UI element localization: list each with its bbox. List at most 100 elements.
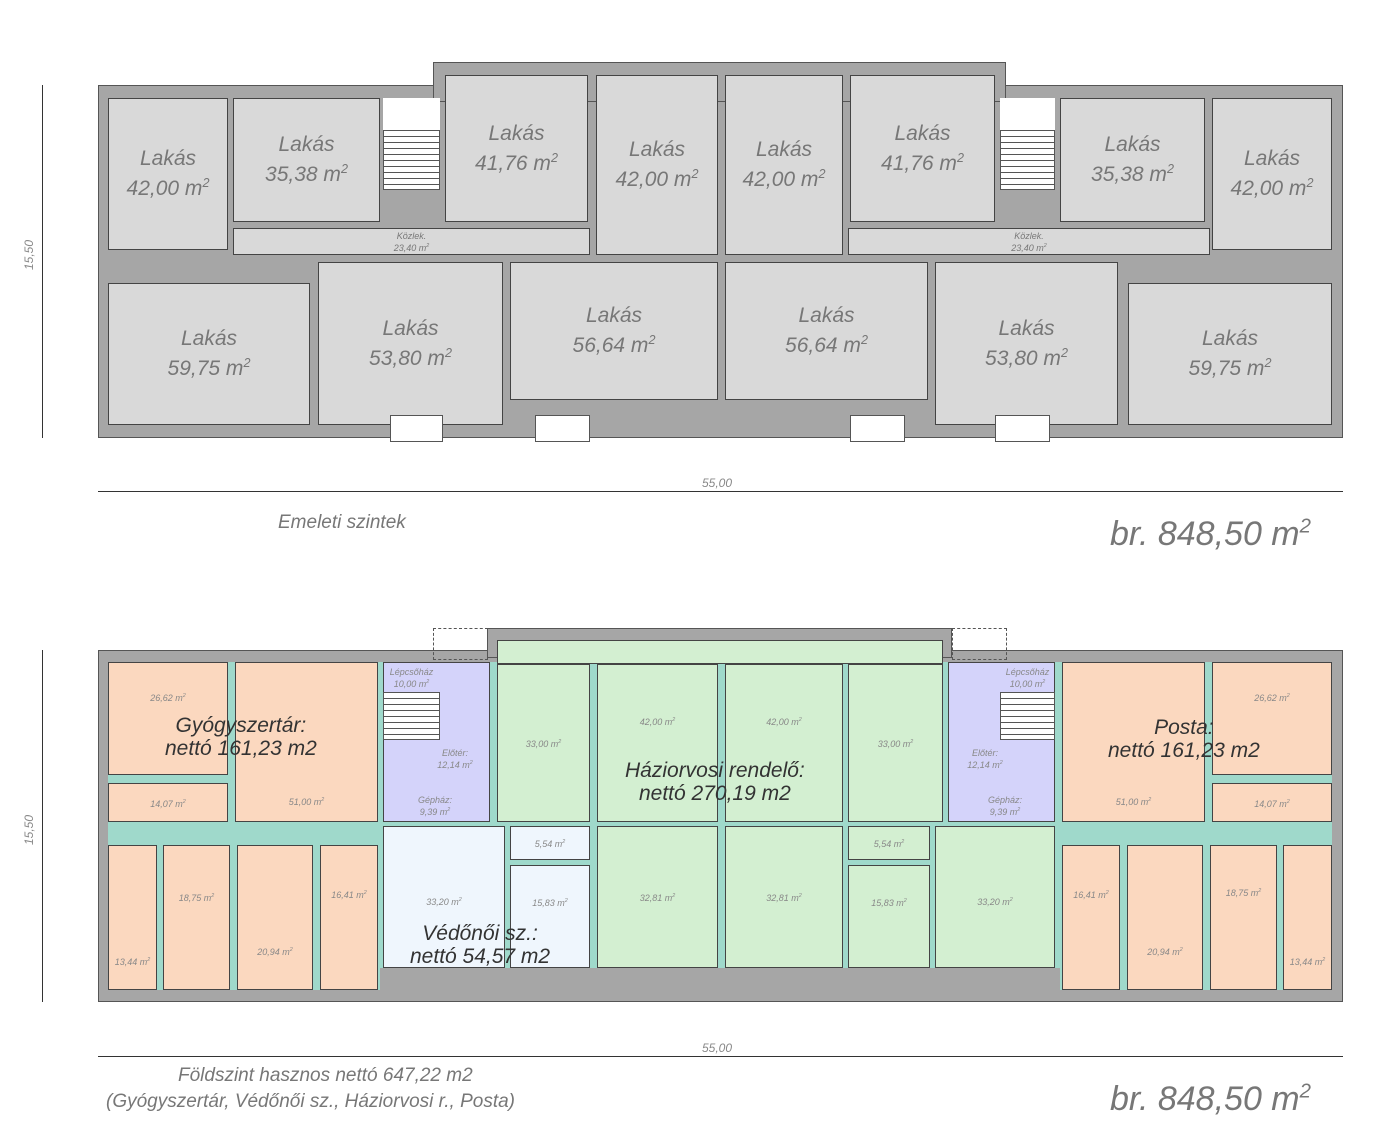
sup: 2 [1043, 242, 1047, 249]
sup: 2 [1299, 515, 1311, 538]
stairs-left [383, 692, 440, 740]
title-line: Gyógyszertár: [175, 714, 307, 737]
label-text: Lakás [278, 133, 335, 156]
sup: 2 [558, 739, 562, 745]
entrance-canopy-right [952, 628, 1007, 660]
sup: 2 [1179, 947, 1183, 953]
balcony [995, 415, 1050, 442]
sup: 2 [1286, 693, 1290, 699]
horizontal-dimension-line [98, 491, 1343, 492]
label-text: 5,54 m [534, 839, 563, 849]
label-text: 56,64 m [572, 334, 649, 357]
room: 26,62 m2 [1212, 662, 1332, 775]
room: 33,00 m2 [497, 664, 590, 822]
sup: 2 [426, 679, 430, 685]
horizontal-dimension-label: 55,00 [702, 476, 733, 490]
vertical-dimension-label: 15,50 [22, 814, 36, 845]
label-text: Lakás [1243, 147, 1301, 170]
room-label: Lakás [998, 317, 1054, 341]
label-text: Lakás [1104, 133, 1161, 156]
label-text: 53,80 m [985, 346, 1061, 370]
room-label: 33,00 m2 [526, 737, 562, 749]
room-label: Lakás [140, 147, 196, 171]
label-text: 53,80 m [369, 346, 445, 370]
room-label: 15,83 m2 [871, 896, 907, 908]
room-label: 42,00 m2 [1231, 171, 1314, 201]
pharmacy-title: Gyógyszertár:nettó 161,23 m2 [165, 714, 317, 760]
label-text: Lakás [894, 121, 951, 145]
label-text: Közlek. [1014, 230, 1044, 241]
label-text: Gépház: [987, 795, 1023, 805]
label-text: Lakás [585, 304, 643, 327]
label-text: Közlek. [396, 230, 427, 241]
label-text: 33,20 m [426, 897, 459, 907]
title-line: Háziorvosi rendelő: [625, 759, 805, 782]
room-label: Lakás [181, 327, 237, 351]
sup: 2 [798, 717, 802, 723]
sup: 2 [1060, 345, 1068, 360]
sup: 2 [1017, 807, 1021, 813]
room-label: Lakás [1244, 147, 1300, 171]
label-text: 12,14 m [437, 760, 470, 770]
sup: 2 [956, 150, 964, 165]
room-label: Lakás [278, 133, 334, 157]
sup: 2 [562, 839, 566, 845]
room-label: Lakás [1202, 327, 1258, 351]
label-text: Lakás [755, 138, 813, 161]
sup: 2 [211, 893, 215, 899]
sup: 2 [691, 167, 699, 181]
room-label: 32,81 m2 [640, 891, 676, 903]
room: 15,83 m2 [510, 865, 590, 968]
room: 33,00 m2 [848, 664, 943, 822]
room: 42,00 m2 [597, 664, 718, 822]
label-text: 42,00 m [766, 717, 799, 727]
room: 16,41 m2 [1062, 845, 1120, 990]
room-label: 42,00 m2 [640, 715, 676, 727]
label-text: 35,38 m [1091, 163, 1167, 186]
room-label: 16,41 m2 [331, 888, 367, 900]
label-text: Lépcsőház [389, 667, 434, 677]
room-label: 51,00 m2 [289, 795, 325, 807]
label-text: 51,00 m [288, 797, 322, 807]
label-text: Lakás [998, 316, 1055, 340]
label-text: 5,54 m [873, 839, 902, 849]
corridor: Közlek.23,40 m2 [848, 228, 1210, 255]
label-text: 9,39 m2 [965, 805, 1045, 817]
gross-text: br. 848,50 m [1110, 1080, 1300, 1118]
room-label: 26,62 m2 [150, 691, 186, 703]
room: 14,07 m2 [1212, 783, 1332, 822]
ground-gross-area: br. 848,50 m2 [1110, 1080, 1311, 1119]
label-text: 23,40 m [1011, 242, 1044, 253]
room: 32,81 m2 [597, 826, 718, 968]
label-text: Lakás [180, 327, 238, 350]
sup: 2 [1264, 356, 1272, 370]
label-text: 33,20 m [977, 897, 1010, 907]
room-label: Közlek. [1014, 231, 1044, 241]
room: 18,75 m2 [163, 845, 230, 990]
sup: 2 [340, 162, 348, 176]
horizontal-dimension-label: 55,00 [702, 1041, 733, 1055]
sup: 2 [798, 893, 802, 899]
room: 13,44 m2 [108, 845, 157, 990]
sup: 2 [550, 150, 558, 165]
label-text: 14,07 m [1254, 798, 1287, 809]
sup: 2 [648, 333, 656, 347]
label-text: 42,00 m [615, 168, 692, 191]
room-label: 5,54 m2 [874, 837, 905, 849]
room-label: 23,40 m2 [1011, 241, 1047, 253]
title-line: Posta: [1154, 716, 1214, 739]
room: 20,94 m2 [1127, 845, 1203, 990]
label-text: 15,83 m [871, 898, 904, 908]
sup: 2 [672, 717, 676, 723]
stairwell-right [948, 662, 1055, 822]
room-label: Lakás [382, 317, 438, 341]
label-text: 18,75 m [1225, 888, 1259, 898]
room-label: 15,83 m2 [532, 896, 568, 908]
label-text: Lépcsőház [1005, 667, 1050, 677]
title-line: Védőnői sz.: [422, 922, 538, 945]
sup: 2 [903, 898, 907, 904]
